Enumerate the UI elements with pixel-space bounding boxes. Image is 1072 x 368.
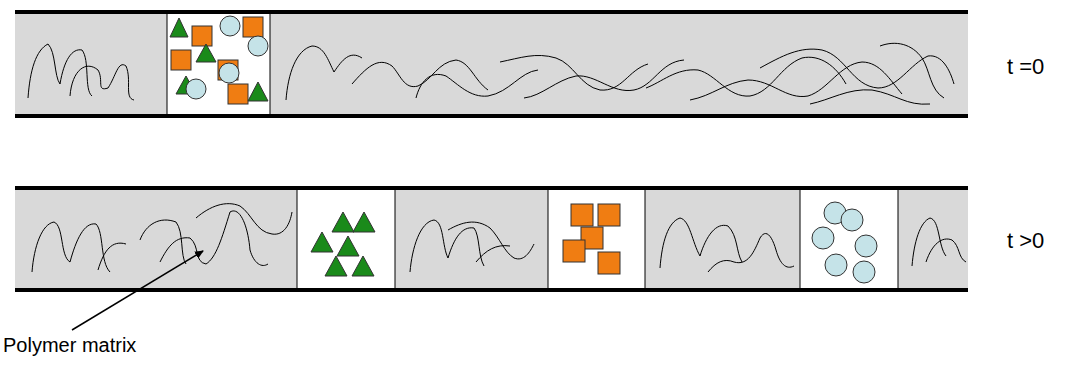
time-label: t >0 — [1007, 229, 1044, 253]
callout-label: Polymer matrix — [3, 334, 136, 356]
channel-bottom — [15, 188, 968, 290]
leader-arrow — [72, 251, 203, 330]
channel-top — [15, 12, 968, 116]
time-label: t =0 — [1007, 55, 1044, 79]
